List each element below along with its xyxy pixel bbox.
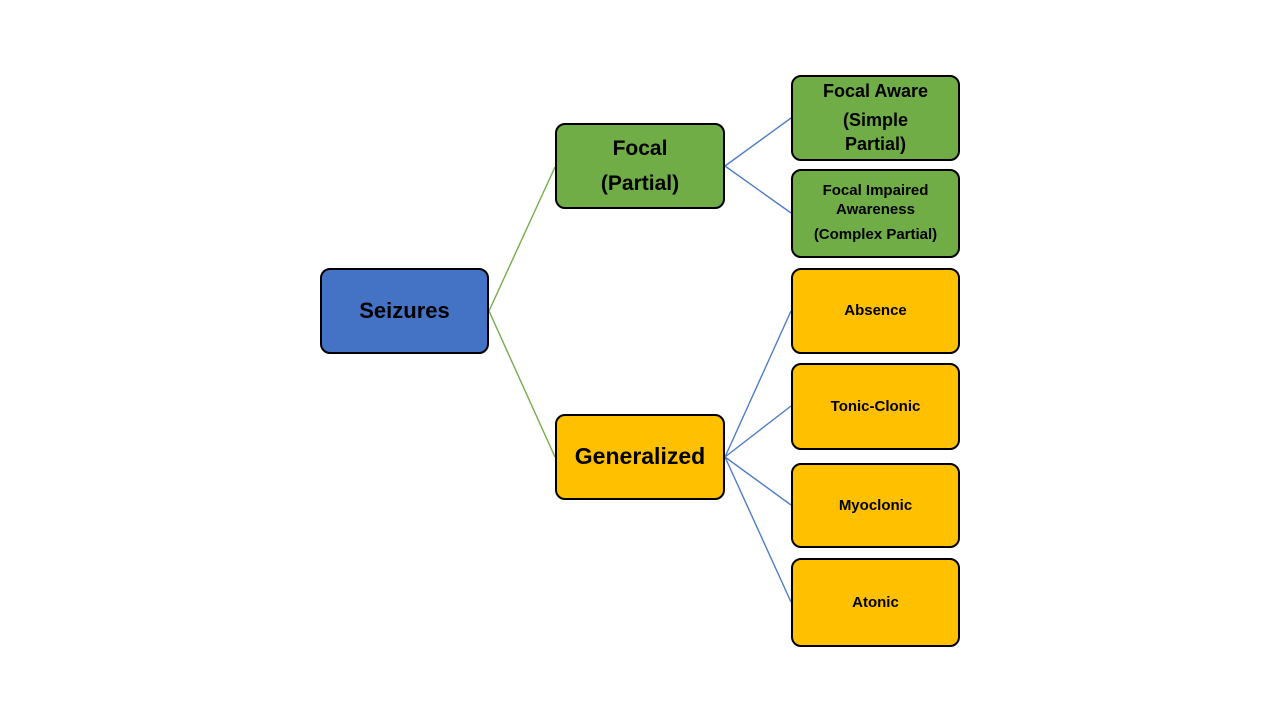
node-seizures: Seizures (320, 268, 489, 354)
connector-focal-focal-impaired (724, 165, 792, 214)
node-focal: Focal (Partial) (555, 123, 725, 209)
connector-generalized-myoclonic (724, 456, 792, 506)
node-focal-aware-label-line1: Focal Aware (822, 80, 929, 101)
node-tonic-clonic-label: Tonic-Clonic (830, 397, 921, 415)
node-focal-label-line2: (Partial) (600, 172, 680, 195)
node-atonic-label: Atonic (852, 593, 899, 611)
node-focal-impaired: Focal Impaired Awareness (Complex Partia… (791, 169, 960, 258)
connector-generalized-absence (724, 310, 792, 458)
connector-seizures-focal (488, 166, 556, 312)
connector-generalized-atonic (724, 456, 792, 603)
connector-generalized-tonic-clonic (724, 405, 792, 458)
node-seizures-label: Seizures (359, 297, 450, 323)
connector-focal-focal-aware (724, 117, 792, 167)
node-generalized: Generalized (555, 414, 725, 500)
node-tonic-clonic: Tonic-Clonic (791, 363, 960, 450)
connector-seizures-generalized (488, 310, 556, 458)
node-focal-impaired-label-line1: Focal Impaired Awareness (822, 182, 929, 219)
node-myoclonic-label: Myoclonic (838, 496, 913, 514)
node-absence: Absence (791, 268, 960, 354)
node-focal-aware: Focal Aware (Simple Partial) (791, 75, 960, 161)
node-absence-label: Absence (844, 302, 907, 320)
node-atonic: Atonic (791, 558, 960, 647)
node-focal-impaired-label-line2: (Complex Partial) (813, 225, 938, 243)
node-myoclonic: Myoclonic (791, 463, 960, 548)
node-focal-label-line1: Focal (612, 136, 668, 160)
node-generalized-label: Generalized (574, 443, 706, 470)
node-focal-aware-label-line2: (Simple Partial) (842, 110, 908, 154)
